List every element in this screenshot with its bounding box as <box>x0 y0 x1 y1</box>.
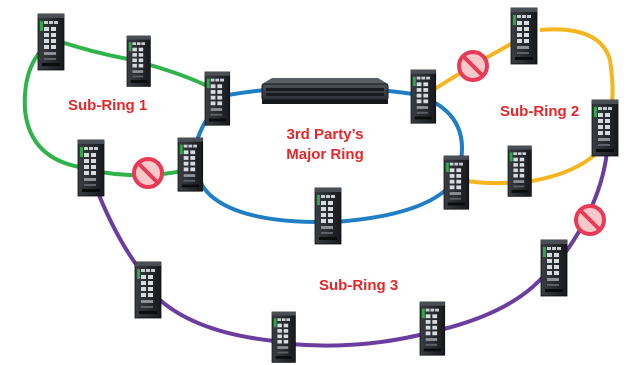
device-sub-ring-2-lower <box>507 145 532 197</box>
device-major-ring-bottom <box>314 187 342 245</box>
device-major-ring-upper-right <box>410 69 437 124</box>
device-sub-ring-3-left <box>134 261 162 319</box>
device-sub-ring-3-right <box>540 239 568 297</box>
device-sub-ring-1-left <box>77 139 105 197</box>
rack-switch-icon <box>261 78 389 104</box>
major-ring-label-line-1: 3rd Party’s <box>287 126 364 143</box>
device-major-ring-upper-left <box>204 71 231 126</box>
no-entry-icon <box>457 50 489 82</box>
device-sub-ring-1-top-left <box>37 13 65 71</box>
no-entry-icon <box>574 204 606 236</box>
sub-ring-1-label: Sub-Ring 1 <box>68 97 147 114</box>
device-sub-ring-1-top-mid <box>126 35 151 87</box>
device-major-ring-lower-left <box>177 137 204 192</box>
major-ring-label-line-2: Major Ring <box>286 146 364 163</box>
sub-ring-2-label: Sub-Ring 2 <box>500 103 579 120</box>
sub-ring-3-label: Sub-Ring 3 <box>319 277 398 294</box>
device-sub-ring-3-bottom-right <box>419 301 446 356</box>
no-entry-icon <box>132 157 164 189</box>
device-sub-ring-3-bottom-mid <box>271 311 296 363</box>
device-sub-ring-2-top <box>510 7 538 65</box>
device-major-ring-lower-right <box>443 155 470 210</box>
device-sub-ring-2-right <box>591 99 619 157</box>
